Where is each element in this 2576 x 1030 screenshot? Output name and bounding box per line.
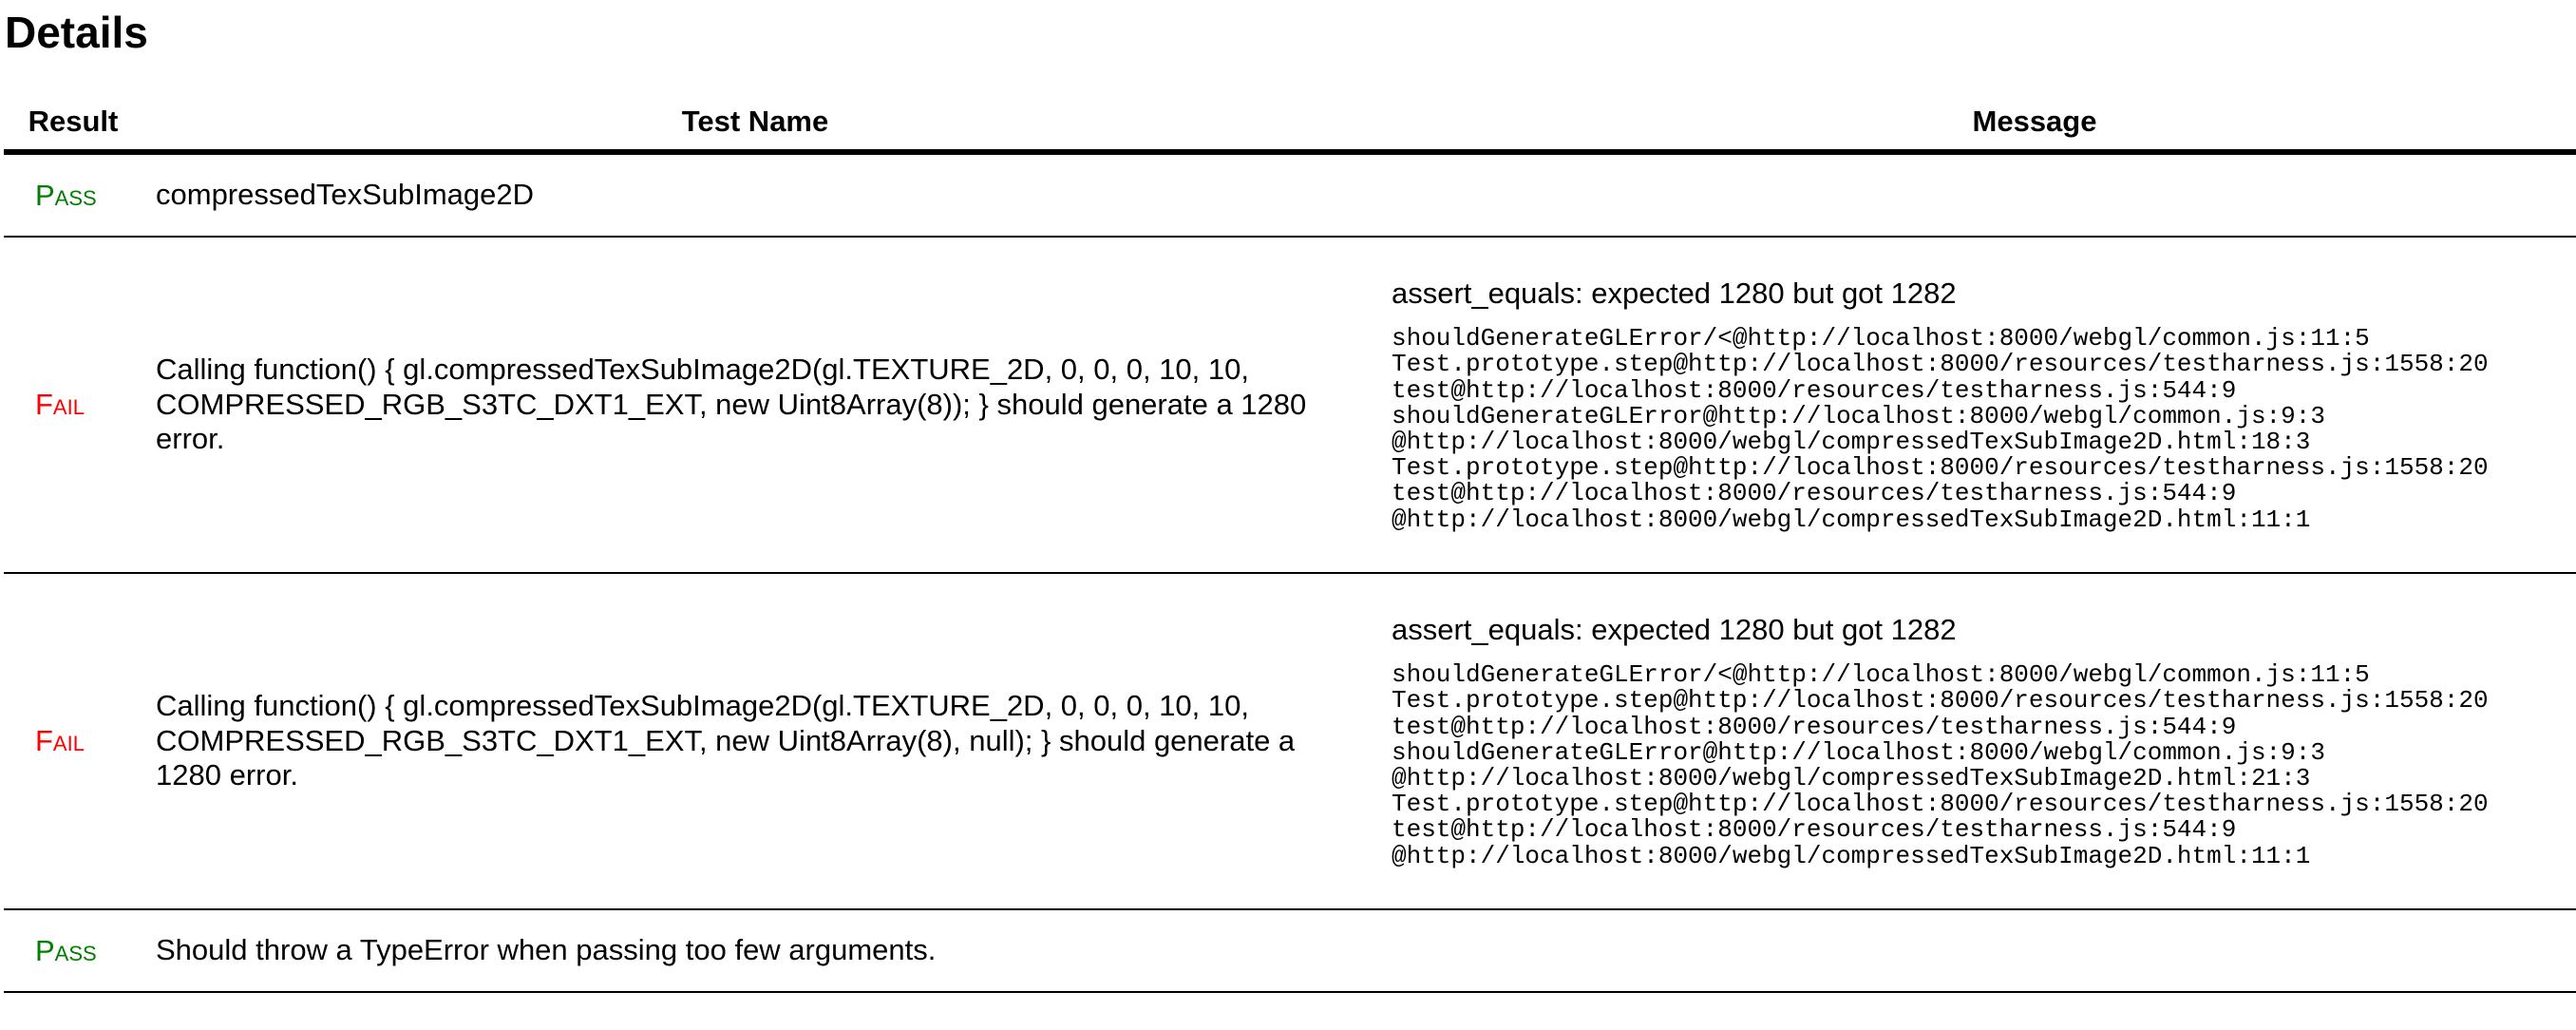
assertion-message: assert_equals: expected 1280 but got 128… — [1392, 277, 1957, 311]
assertion-message: assert_equals: expected 1280 but got 128… — [1392, 613, 1957, 647]
message-cell — [1368, 909, 2576, 993]
table-body: Pass compressedTexSubImage2D Fail Callin… — [4, 152, 2576, 993]
message-cell: assert_equals: expected 1280 but got 128… — [1368, 573, 2576, 910]
table-row: Pass compressedTexSubImage2D — [4, 152, 2576, 238]
stack-trace: shouldGenerateGLError/<@http://localhost… — [1392, 324, 2489, 534]
message-cell — [1368, 152, 2576, 238]
test-name-cell: Calling function() { gl.compressedTexSub… — [142, 237, 1368, 574]
column-header-test-name: Test Name — [142, 93, 1368, 155]
status-badge-fail: Fail — [4, 237, 142, 574]
column-header-result: Result — [4, 93, 142, 155]
message-cell: assert_equals: expected 1280 but got 128… — [1368, 237, 2576, 574]
stack-trace: shouldGenerateGLError/<@http://localhost… — [1392, 660, 2489, 870]
test-name-cell: Should throw a TypeError when passing to… — [142, 909, 1368, 993]
table-row: Fail Calling function() { gl.compressedT… — [4, 237, 2576, 574]
page-title: Details — [5, 8, 148, 57]
column-header-message: Message — [1368, 93, 2576, 155]
status-badge-pass: Pass — [4, 909, 142, 993]
table-header: Result Test Name Message — [4, 93, 2576, 155]
test-name-cell: Calling function() { gl.compressedTexSub… — [142, 573, 1368, 910]
table-row: Pass Should throw a TypeError when passi… — [4, 909, 2576, 993]
status-badge-fail: Fail — [4, 573, 142, 910]
header-row: Result Test Name Message — [4, 93, 2576, 155]
test-name-cell: compressedTexSubImage2D — [142, 152, 1368, 238]
status-badge-pass: Pass — [4, 152, 142, 238]
results-table: Result Test Name Message Pass compressed… — [4, 93, 2576, 993]
table-row: Fail Calling function() { gl.compressedT… — [4, 573, 2576, 910]
